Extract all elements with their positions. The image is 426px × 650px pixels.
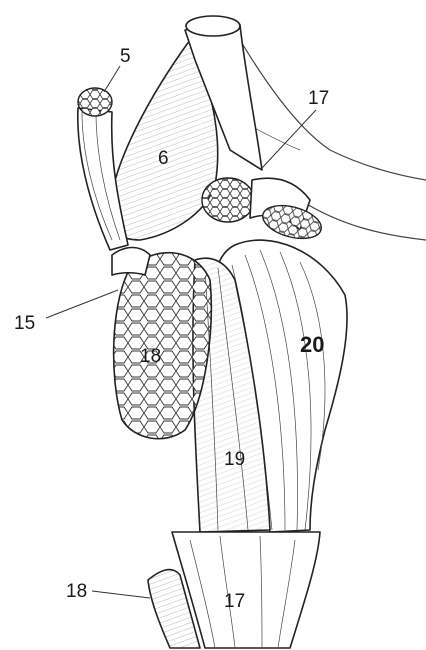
label-19: 19 [224,449,245,470]
structure-17-upper-cut-tendon [202,178,325,244]
label-18-middle: 18 [140,346,161,367]
label-20: 20 [300,332,324,357]
leader-5 [104,66,120,92]
label-18-bottom: 18 [66,581,87,602]
label-17-top: 17 [308,88,329,109]
leader-18-bottom [92,591,150,598]
label-15: 15 [14,313,35,334]
structure-15-band [112,248,150,276]
leader-15 [46,290,118,318]
label-6: 6 [158,148,169,169]
label-5: 5 [120,46,131,67]
label-17-bottom: 17 [224,591,245,612]
leader-17-top [262,110,316,168]
